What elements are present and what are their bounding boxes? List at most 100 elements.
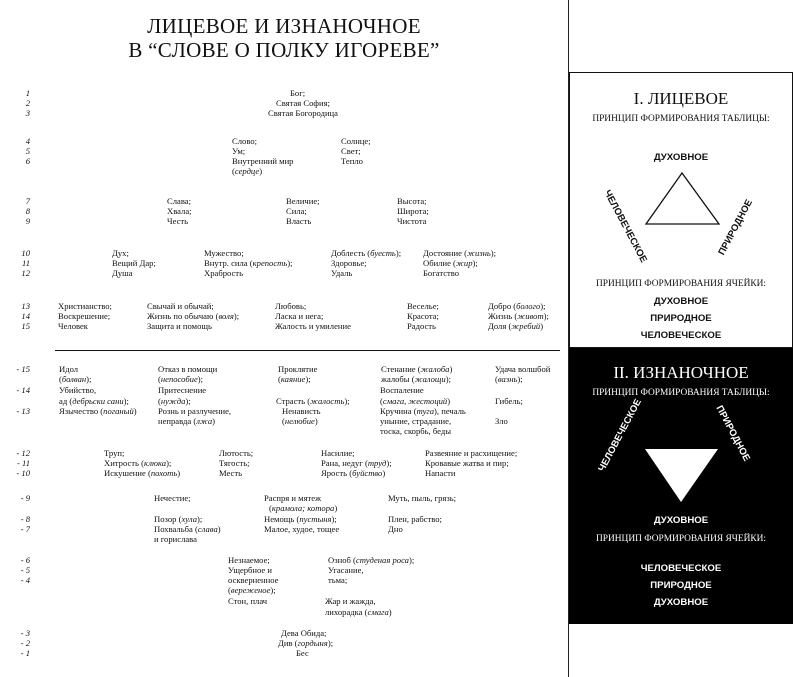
table-cell: Нечестие;: [154, 493, 191, 503]
table-cell: оскверненное: [228, 575, 279, 585]
table-cell: жалобы (жалощи);: [381, 374, 451, 384]
table-cell: Веселье;: [407, 301, 439, 311]
table-cell: уныние, страдание,: [380, 416, 452, 426]
row-number: - 9: [20, 493, 30, 503]
table-cell: Позор (хула);: [154, 514, 203, 524]
table-cell: Удача волшбой: [495, 364, 551, 374]
table-cell: Внутр. сила (крепость);: [204, 258, 293, 268]
table-cell: Притеснение: [158, 385, 207, 395]
table-cell: Бес: [296, 648, 309, 658]
row-number: - 4: [20, 575, 30, 585]
row-number: - 13: [16, 406, 30, 416]
row-number: 4: [25, 136, 30, 146]
table-cell: Свычай и обычай;: [147, 301, 214, 311]
table-cell: Сила;: [286, 206, 307, 216]
table-cell: Величие;: [286, 196, 320, 206]
row-number: - 2: [20, 638, 30, 648]
table-cell: Стенание (жалоба): [381, 364, 453, 374]
table-cell: Плен, рабство;: [388, 514, 442, 524]
row-number: - 10: [16, 468, 30, 478]
table-cell: Труп;: [104, 448, 125, 458]
panel-front-table-principle: ПРИНЦИП ФОРМИРОВАНИЯ ТАБЛИЦЫ:: [592, 114, 770, 124]
table-cell: Воспаление: [380, 385, 424, 395]
row-number: - 5: [20, 565, 30, 575]
table-cell: Развеяние и расхищение;: [425, 448, 518, 458]
panel-back: II. ИЗНАНОЧНОЕ ПРИНЦИП ФОРМИРОВАНИЯ ТАБЛ…: [569, 348, 793, 624]
table-cell: Обилие (жир);: [423, 258, 478, 268]
table-cell: Христианство;: [58, 301, 112, 311]
table-cell: Ярость (буйство): [321, 468, 386, 478]
triangle-top-label: ДУХОВНОЕ: [653, 152, 709, 163]
table-cell: Угасание,: [328, 565, 364, 575]
table-cell: Озноб (студеная роса);: [328, 555, 415, 565]
table-cell: Распря и мятеж: [264, 493, 322, 503]
row-number: - 11: [17, 458, 30, 468]
table-cell: Рознь и разлучение,: [158, 406, 232, 416]
table-cell: Храбрость: [204, 268, 243, 278]
table-cell: Достояние (жизнь);: [423, 248, 497, 258]
table-cell: Богатство: [423, 268, 460, 278]
table-cell: Святая Богородица: [268, 108, 338, 118]
row-number: - 7: [20, 524, 30, 534]
table-cell: неправда (лжа): [158, 416, 215, 426]
page-title-line-2: В “СЛОВЕ О ПОЛКУ ИГОРЕВЕ”: [128, 38, 440, 62]
panel-back-heading: II. ИЗНАНОЧНОЕ: [613, 363, 749, 382]
table-cell: Немощь (пустыня);: [264, 514, 337, 524]
table-cell: Стон, плач: [228, 596, 268, 606]
table-cell: Див (гордыня);: [278, 638, 334, 648]
table-cell: Страсть (жалость);: [276, 396, 350, 406]
triangle-up-icon: [644, 171, 721, 225]
table-cell: Доля (жребий): [488, 321, 544, 331]
table-cell: Гибель;: [495, 396, 523, 406]
table-cell: Дно: [388, 524, 403, 534]
table-cell: Радость: [407, 321, 436, 331]
table-cell: Убийство,: [59, 385, 97, 395]
table-cell: Добро (болого);: [488, 301, 546, 311]
table-cell: ад (дебрьски сани);: [59, 396, 129, 406]
table-cell: Ум;: [232, 146, 246, 156]
row-number: 14: [21, 311, 30, 321]
panel-front-cell-principle: ПРИНЦИП ФОРМИРОВАНИЯ ЯЧЕЙКИ:: [596, 279, 766, 289]
table-cell: Тепло: [341, 156, 363, 166]
cell-order-3: ЧЕЛОВЕЧЕСКОЕ: [640, 330, 722, 341]
row-number: 2: [25, 98, 30, 108]
row-number: 13: [21, 301, 30, 311]
table-cell: тьма;: [328, 575, 348, 585]
table-cell: (нелюбие): [282, 416, 318, 426]
main-table: ЛИЦЕВОЕ И ИЗНАНОЧНОЕ В “СЛОВЕ О ПОЛКУ ИГ…: [16, 0, 569, 677]
table-cell: Кручина (туга), печаль: [380, 406, 466, 416]
row-number: 3: [25, 108, 30, 118]
table-cell: Лютость;: [219, 448, 254, 458]
table-cell: Слово;: [232, 136, 258, 146]
table-cell: Широта;: [397, 206, 429, 216]
table-cell: Свет;: [341, 146, 361, 156]
table-cell: (вереженое);: [228, 585, 276, 595]
table-cell: Вещий Дар;: [112, 258, 156, 268]
table-cell: Воскрешение;: [58, 311, 111, 321]
table-cell: Месть: [219, 468, 243, 478]
cell-order-1: ДУХОВНОЕ: [653, 296, 709, 307]
table-cell: Искушение (похоть): [104, 468, 181, 478]
table-cell: (крамола; котора): [269, 503, 338, 513]
row-number: - 6: [20, 555, 30, 565]
table-cell: Похвальба (слава): [154, 524, 221, 534]
row-number: - 14: [16, 385, 30, 395]
table-cell: (болван);: [59, 374, 92, 384]
triangle-down-icon: [645, 449, 718, 502]
panel-front: I. ЛИЦЕВОЕ ПРИНЦИП ФОРМИРОВАНИЯ ТАБЛИЦЫ:…: [569, 72, 793, 348]
row-number: 10: [21, 248, 30, 258]
table-cell: Дух;: [112, 248, 129, 258]
row-number: 9: [25, 216, 30, 226]
table-cell: Душа: [112, 268, 133, 278]
table-cell: Идол: [59, 364, 79, 374]
table-cell: Доблесть (буесть);: [331, 248, 402, 258]
table-cell: Слава;: [167, 196, 191, 206]
table-cell: (нужда);: [158, 396, 191, 406]
table-cell: Тягость;: [219, 458, 250, 468]
table-cell: Зло: [495, 416, 508, 426]
table-cell: Ненависть: [282, 406, 321, 416]
row-number: - 12: [16, 448, 30, 458]
row-number: - 3: [20, 628, 30, 638]
triangle-bottom-label: ДУХОВНОЕ: [653, 515, 709, 526]
table-cell: Хвала;: [167, 206, 192, 216]
